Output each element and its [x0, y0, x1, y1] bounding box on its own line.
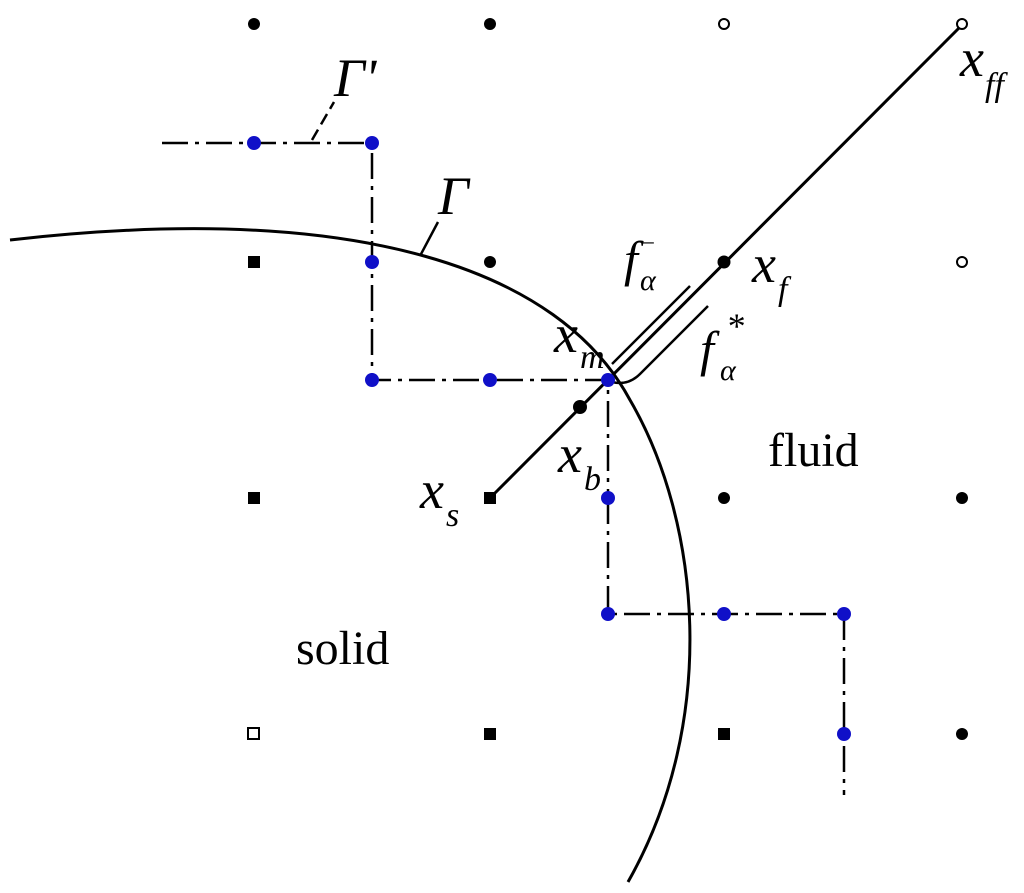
- label-f-star-main: f: [700, 321, 720, 377]
- boundary-intersection-x-b: [573, 400, 587, 414]
- label-x-ff: x ff: [959, 28, 1008, 104]
- solid-node: [248, 256, 260, 268]
- fluid-node: [718, 492, 730, 504]
- label-gamma: Γ: [437, 166, 471, 226]
- ghost-fluid-node-x-ff: [956, 18, 968, 30]
- label-x-ff-sub: ff: [985, 67, 1008, 104]
- f-star-arrow-hook: [611, 305, 709, 385]
- label-x-b: x b: [557, 424, 601, 498]
- fluid-node: [956, 492, 968, 504]
- label-f-star-sub: α: [720, 354, 737, 387]
- label-f-star-sup: *: [726, 306, 744, 346]
- fluid-node: [248, 18, 260, 30]
- boundary-link-node-x-m: [601, 373, 615, 387]
- label-f-bar-alpha: f α ‾: [624, 231, 657, 297]
- label-f-star-alpha: f α *: [700, 306, 744, 387]
- label-f-bar-sup: ‾: [642, 240, 654, 273]
- label-x-b-sub: b: [584, 461, 601, 498]
- fluid-node-x-f: [717, 255, 731, 269]
- ghost-fluid-node: [718, 18, 730, 30]
- gamma-prime-leader: [310, 101, 336, 141]
- label-x-s-main: x: [419, 460, 444, 520]
- label-x-ff-main: x: [959, 28, 984, 88]
- fluid-node: [484, 18, 496, 30]
- boundary-link-node: [601, 607, 615, 621]
- solid-node: [484, 728, 496, 740]
- label-x-m: x m: [553, 304, 605, 376]
- boundary-link-node: [365, 255, 379, 269]
- label-x-f-main: x: [751, 234, 776, 294]
- solid-node-x-s: [484, 492, 496, 504]
- label-x-f-sub: f: [778, 271, 792, 308]
- boundary-link-node: [601, 491, 615, 505]
- label-x-b-main: x: [557, 424, 582, 484]
- boundary-link-node: [365, 136, 379, 150]
- label-x-f: x f: [751, 234, 792, 308]
- label-x-s-sub: s: [446, 497, 459, 534]
- solid-nodes: [248, 256, 730, 740]
- label-f-bar-sub: α: [640, 264, 657, 297]
- staircase-boundary-lower: [606, 498, 846, 795]
- ghost-solid-node: [247, 727, 260, 740]
- fluid-node: [484, 256, 496, 268]
- solid-node: [248, 492, 260, 504]
- boundary-link-node: [717, 607, 731, 621]
- gamma-leader: [418, 221, 440, 257]
- fluid-node: [956, 728, 968, 740]
- label-solid-region: solid: [296, 622, 389, 675]
- solid-node: [718, 728, 730, 740]
- boundary-curve-gamma: [9, 227, 692, 883]
- label-fluid-region: fluid: [768, 424, 859, 477]
- fluid-nodes: [248, 18, 968, 740]
- ghost-fluid-nodes: [718, 18, 968, 268]
- boundary-link-node: [365, 373, 379, 387]
- label-x-s: x s: [419, 460, 459, 534]
- f-bar-arrow-line: [611, 285, 691, 365]
- boundary-link-nodes: [247, 136, 851, 741]
- boundary-link-node: [837, 607, 851, 621]
- boundary-link-node: [837, 727, 851, 741]
- boundary-link-node: [247, 136, 261, 150]
- boundary-link-node: [483, 373, 497, 387]
- label-gamma-prime: Γ': [333, 48, 378, 108]
- label-x-m-sub: m: [580, 339, 605, 376]
- label-x-m-main: x: [553, 304, 578, 364]
- ghost-fluid-node: [956, 256, 968, 268]
